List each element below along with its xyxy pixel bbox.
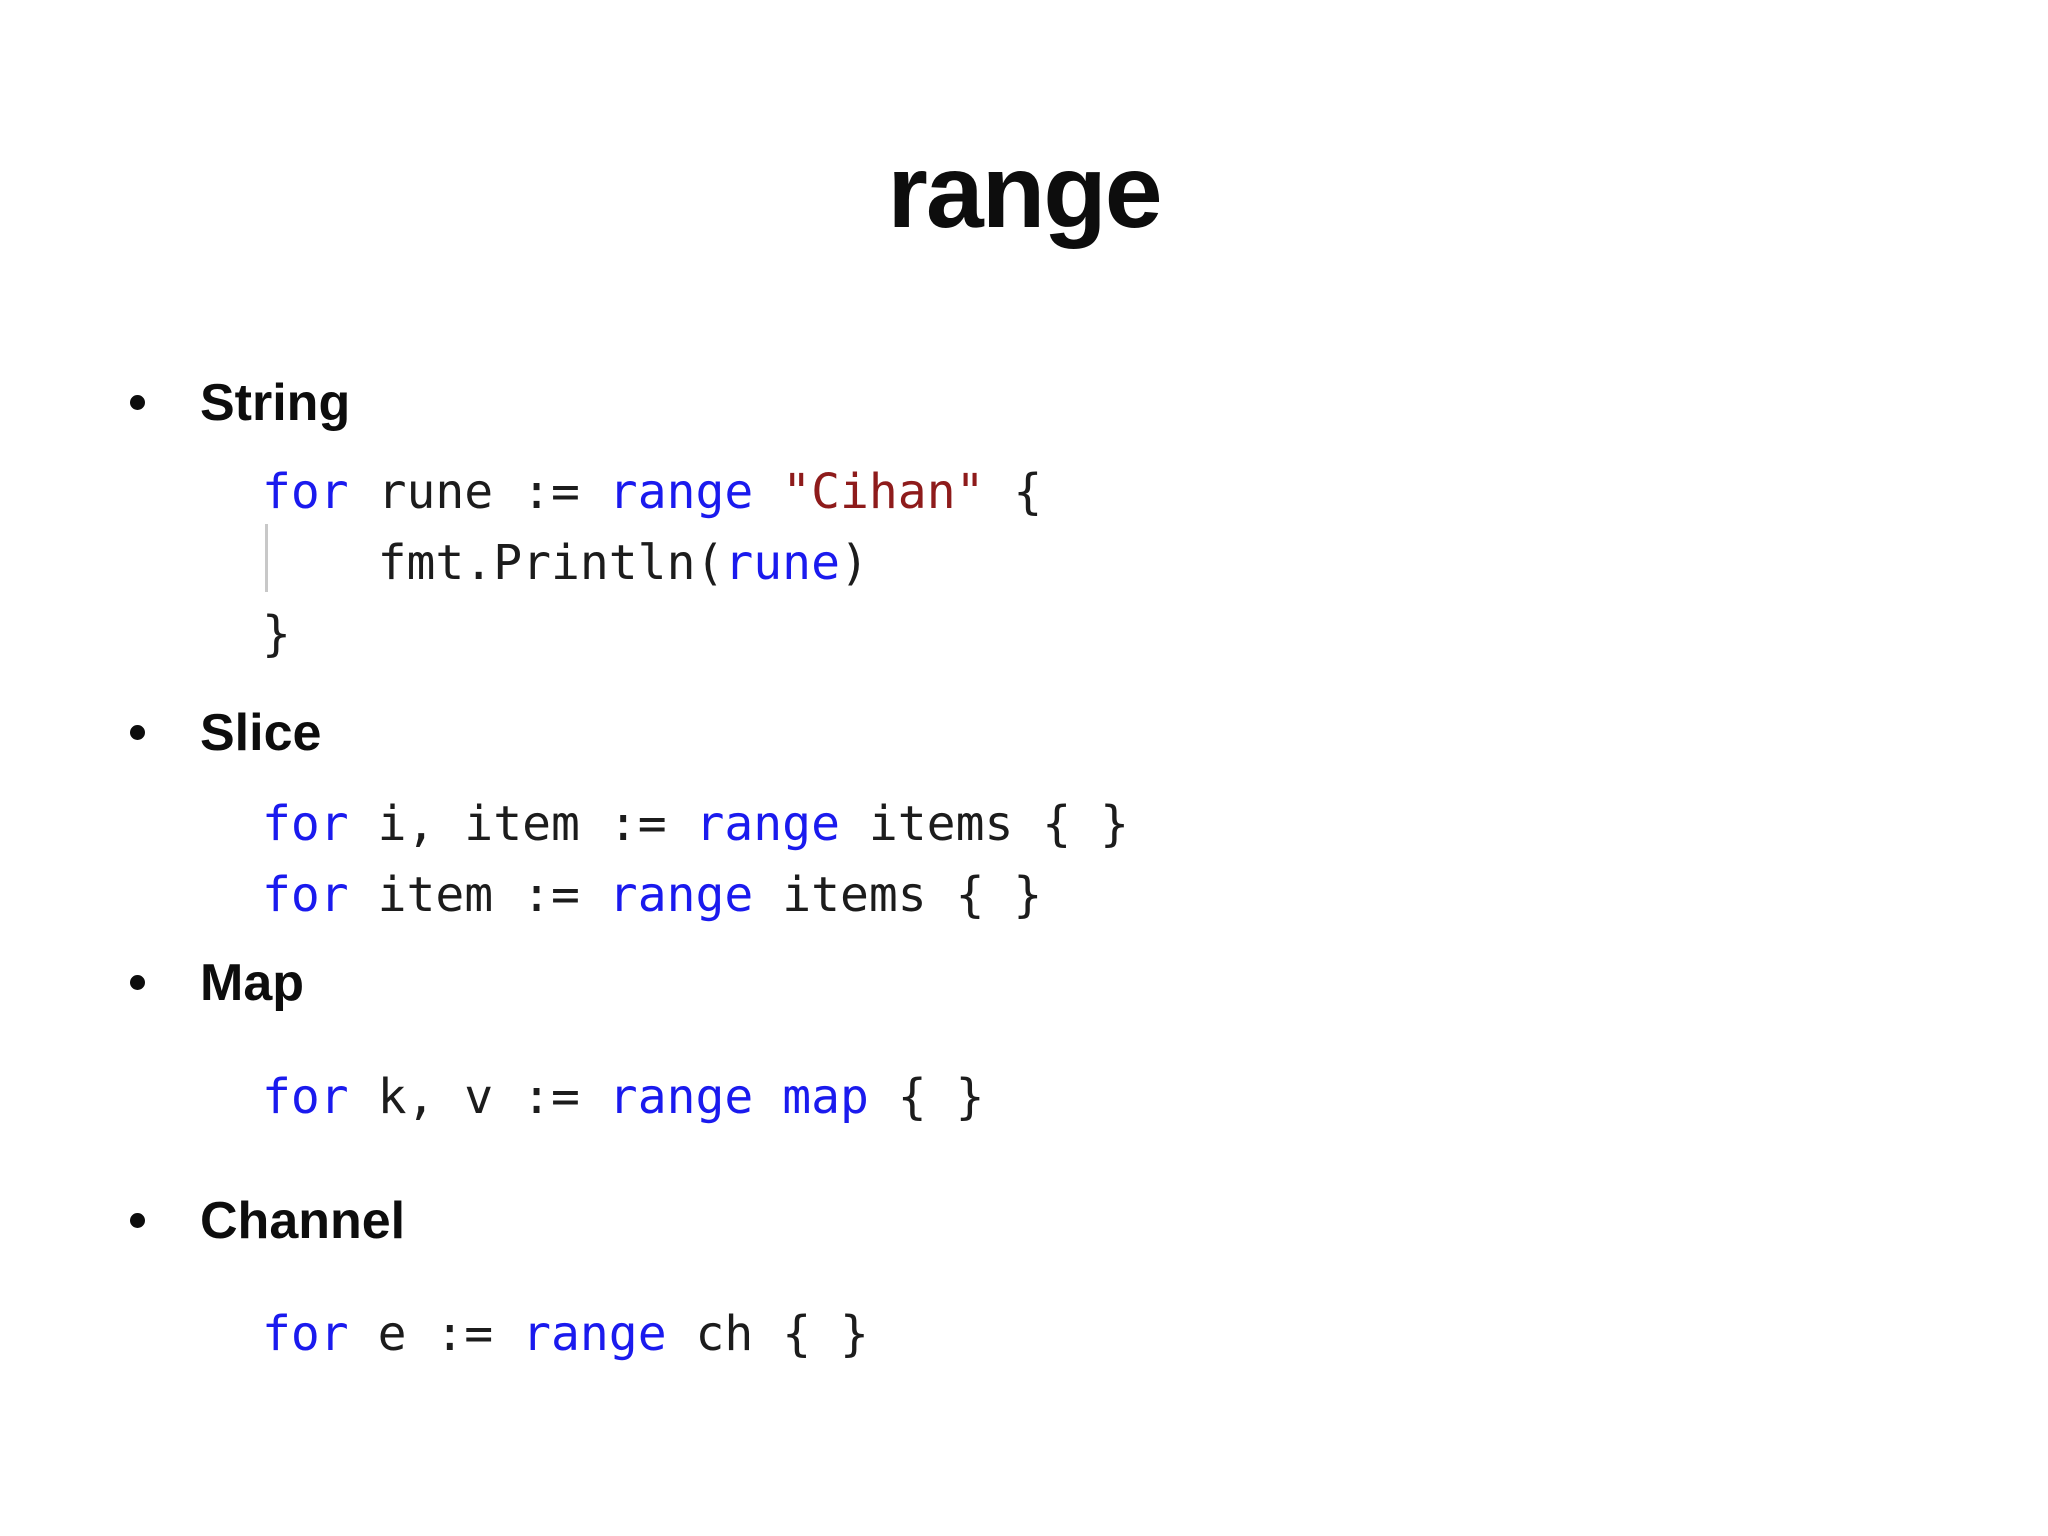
- section-label: Slice: [200, 704, 322, 762]
- slide-title: range: [887, 134, 1162, 250]
- code-token: e :=: [348, 1306, 523, 1362]
- code-token: for: [262, 1306, 349, 1362]
- code-line: }: [262, 599, 1042, 670]
- code-token: for: [262, 464, 349, 520]
- code-token: {: [984, 464, 1043, 520]
- code-token: rune: [724, 535, 840, 591]
- code-token: range: [608, 464, 754, 520]
- code-token: range: [695, 796, 840, 852]
- code-token: for: [262, 1069, 349, 1125]
- code-token: range: [522, 1306, 667, 1362]
- code-token: "Cihan": [782, 464, 985, 520]
- code-token: fmt.Println(: [262, 535, 725, 591]
- bullet-icon: [130, 395, 145, 410]
- code-token: items { }: [839, 796, 1129, 852]
- code-token: ch { }: [666, 1306, 869, 1362]
- code-line: for i, item := range items { }: [262, 789, 1129, 860]
- code-line: for k, v := range map { }: [262, 1062, 984, 1133]
- code-token: range: [608, 867, 754, 923]
- code-line: fmt.Println(rune): [262, 524, 1042, 599]
- code-token: for: [262, 796, 349, 852]
- code-token: range map: [608, 1069, 869, 1125]
- code-token: [753, 464, 782, 520]
- code-line: for e := range ch { }: [262, 1299, 869, 1370]
- code-token: for: [262, 867, 349, 923]
- bullet-icon: [130, 975, 145, 990]
- code-token: ): [839, 535, 869, 591]
- section-label: Map: [200, 954, 304, 1012]
- code-token: i, item :=: [348, 796, 696, 852]
- code-token: { }: [868, 1069, 985, 1125]
- bullet-icon: [130, 725, 145, 740]
- code-token: k, v :=: [348, 1069, 609, 1125]
- code-token: item :=: [348, 867, 609, 923]
- code-block: for e := range ch { }: [262, 1299, 869, 1370]
- code-token: rune :=: [348, 464, 609, 520]
- code-block: for i, item := range items { }for item :…: [262, 789, 1129, 931]
- bullet-icon: [130, 1213, 145, 1228]
- code-token: items { }: [753, 867, 1043, 923]
- section-label: String: [200, 374, 351, 432]
- code-line: for rune := range "Cihan" {: [262, 457, 1042, 528]
- section-label: Channel: [200, 1192, 406, 1250]
- code-block: for rune := range "Cihan" { fmt.Println(…: [262, 457, 1042, 670]
- code-block: for k, v := range map { }: [262, 1062, 984, 1133]
- code-line: for item := range items { }: [262, 860, 1129, 931]
- code-token: }: [262, 606, 291, 662]
